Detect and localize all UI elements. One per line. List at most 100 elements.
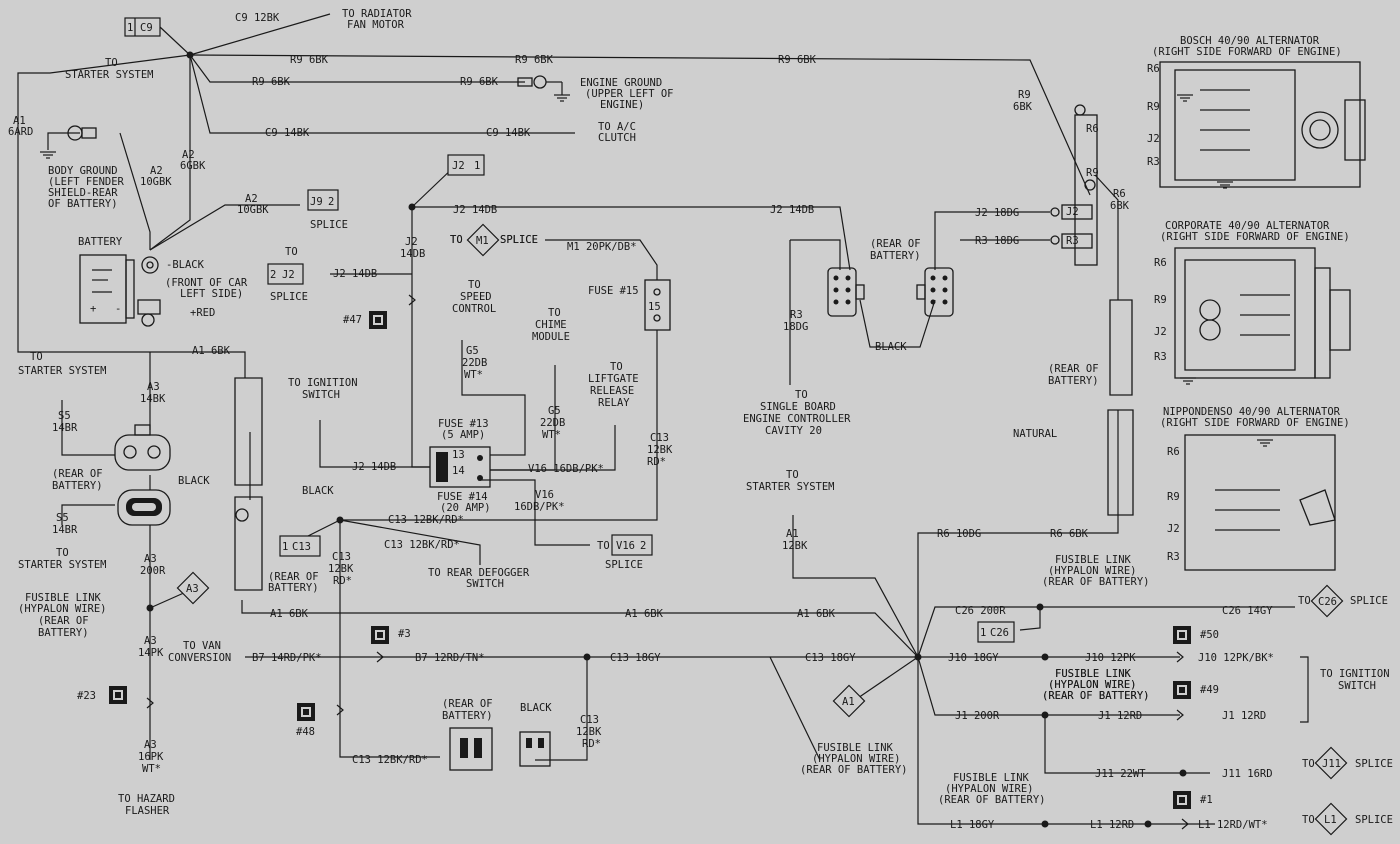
- tag-j9-num: 2: [328, 196, 334, 208]
- label-t223: (REAR OF BATTERY): [1042, 690, 1149, 702]
- label-t129: WT*: [142, 763, 161, 775]
- label-t210: #1: [1200, 794, 1213, 806]
- label-t89: CORPORATE 40/90 ALTERNATOR: [1165, 220, 1330, 232]
- label-t25: (LEFT FENDER: [48, 176, 125, 188]
- label-t36: TO: [285, 246, 298, 258]
- label-t162: #3: [398, 628, 411, 640]
- label-t194: J10 18GY: [948, 652, 999, 664]
- label-t216: L1 12RD/WT*: [1198, 819, 1268, 831]
- label-t212: (HYPALON WIRE): [945, 783, 1034, 795]
- label-t103: NATURAL: [1013, 428, 1057, 440]
- label-t58: WT*: [542, 429, 561, 441]
- body-ground-eyelet: [67, 125, 97, 141]
- label-t68: R3: [790, 309, 803, 321]
- label-t199: FUSIBLE LINK: [1055, 668, 1132, 680]
- label-t213: (REAR OF BATTERY): [938, 794, 1045, 806]
- label-t96: (RIGHT SIDE FORWARD OF ENGINE): [1160, 417, 1350, 429]
- label-t186: FUSIBLE LINK: [1055, 554, 1132, 566]
- label-t67: BATTERY): [870, 250, 921, 262]
- s5-connector-bottom: [117, 489, 171, 526]
- label-t3: FAN MOTOR: [347, 19, 405, 31]
- label-t39: J2 14DB: [453, 204, 497, 216]
- label-t112: BATTERY): [52, 480, 103, 492]
- label-t30: SPLICE: [310, 219, 348, 231]
- label-t188: (REAR OF BATTERY): [1042, 576, 1149, 588]
- label-t19: CLUTCH: [598, 132, 636, 144]
- label-t180: 12BK: [782, 540, 808, 552]
- label-t165: B7 14RD/PK*: [252, 652, 322, 664]
- label-t115: 14BR: [52, 524, 78, 536]
- label-t108: 14BK: [140, 393, 166, 405]
- tag-m1-code: M1: [476, 235, 489, 247]
- label-t172: BLACK: [520, 702, 552, 714]
- label-t177: TO: [786, 469, 799, 481]
- alternator-bosch: [1159, 61, 1366, 189]
- wires: [17, 13, 1309, 825]
- label-t218: SPLICE: [1355, 814, 1393, 826]
- label-t43: SPLICE: [500, 234, 538, 246]
- label-t164: CONVERSION: [168, 652, 231, 664]
- label-t138: 14: [452, 465, 465, 477]
- s5-connector-top: [114, 424, 171, 471]
- label-t90: (RIGHT SIDE FORWARD OF ENGINE): [1160, 231, 1350, 243]
- label-t41: 14DB: [400, 248, 425, 260]
- label-t113: BLACK: [178, 475, 210, 487]
- engine-ground-eyelet: [517, 75, 563, 95]
- fuse-block-13-14: [429, 446, 491, 488]
- label-t185: R6 6BK: [1050, 528, 1089, 540]
- svg-text:+: +: [90, 303, 96, 315]
- label-t48: CONTROL: [452, 303, 496, 315]
- tag-j2a-num: 2: [270, 269, 276, 281]
- label-t102: BATTERY): [1048, 375, 1099, 387]
- label-t95: NIPPONDENSO 40/90 ALTERNATOR: [1163, 406, 1341, 418]
- label-t66: (REAR OF: [870, 238, 921, 250]
- label-t109: S5: [58, 410, 71, 422]
- splice-dots: [146, 51, 1187, 828]
- label-t145: 12BK: [647, 444, 673, 456]
- label-t191: TO: [1298, 595, 1311, 607]
- label-t44: M1 20PK/DB*: [567, 241, 637, 253]
- tag-c9-code: C9: [140, 22, 153, 34]
- label-t93: J2: [1154, 326, 1167, 338]
- label-t37: J2 14DB: [333, 268, 377, 280]
- label-t9: R9 6BK: [252, 76, 291, 88]
- label-t91: R6: [1154, 257, 1167, 269]
- label-t214: L1 18GY: [950, 819, 995, 831]
- label-t120: FUSIBLE LINK: [25, 592, 102, 604]
- label-t31: BATTERY: [78, 236, 123, 248]
- label-t176: C13 12BK/RD*: [352, 754, 428, 766]
- label-t154: C13: [332, 551, 351, 563]
- label-t152: TO: [597, 540, 610, 552]
- label-t174: 12BK: [576, 726, 602, 738]
- label-t168: C13 18GY: [805, 652, 856, 664]
- label-t20: A2: [182, 149, 195, 161]
- label-t76: 6BK: [1013, 101, 1033, 113]
- label-t131: FLASHER: [125, 805, 170, 817]
- label-t18: TO A/C: [598, 121, 636, 133]
- battery: +-: [79, 254, 161, 327]
- label-t135: FUSE #13: [438, 418, 489, 430]
- label-t206: J11 22WT: [1095, 768, 1146, 780]
- label-t97: R6: [1167, 446, 1180, 458]
- tag-v16-code: V16: [616, 540, 635, 552]
- label-t136: (5 AMP): [441, 429, 485, 441]
- fusible-link-sleeve-left: [234, 377, 263, 591]
- label-t59: TO: [610, 361, 623, 373]
- label-t101: (REAR OF: [1048, 363, 1099, 375]
- label-t107: A3: [147, 381, 160, 393]
- label-t183: (REAR OF BATTERY): [800, 764, 907, 776]
- label-t69: 18DG: [783, 321, 808, 333]
- label-t100: R3: [1167, 551, 1180, 563]
- label-t128: 16PK: [138, 751, 164, 763]
- label-t211: FUSIBLE LINK: [953, 772, 1030, 784]
- label-t123: BATTERY): [38, 627, 89, 639]
- label-t204: J1 12RD: [1098, 710, 1142, 722]
- label-t222: (HYPALON WIRE): [1048, 679, 1137, 691]
- fusible-link-sleeve-right: [1107, 299, 1134, 516]
- label-t122: (REAR OF: [38, 615, 89, 627]
- label-t192: SPLICE: [1350, 595, 1388, 607]
- label-t111: (REAR OF: [52, 468, 103, 480]
- label-t13: ENGINE): [600, 99, 644, 111]
- label-t82: 6BK: [1110, 200, 1130, 212]
